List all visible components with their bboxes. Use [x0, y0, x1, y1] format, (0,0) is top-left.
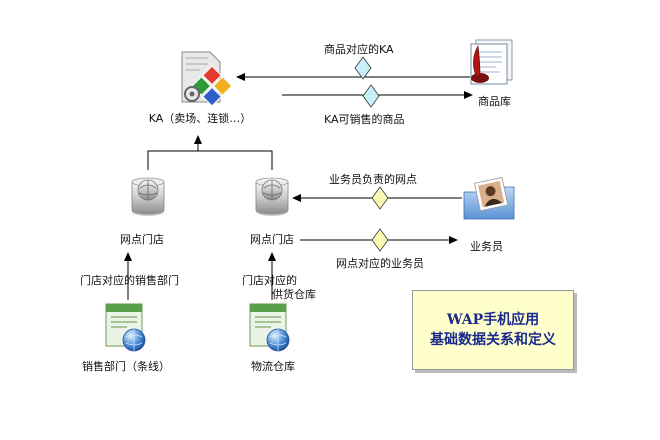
person-photo-folder-icon [463, 177, 515, 220]
relation-label-store-salesperson: 网点对应的业务员 [336, 257, 424, 270]
relation-label-product-ka: 商品对应的KA [324, 43, 394, 56]
globe-document-icon [105, 303, 146, 352]
relation-diamond-product-ka [354, 56, 372, 80]
relation-label-salesperson-stores: 业务员负责的网点 [329, 173, 417, 186]
ka-label: KA（卖场、连锁…） [148, 112, 252, 125]
document-with-quill-icon [470, 39, 513, 85]
note-title-line-2: 基础数据关系和定义 [430, 332, 556, 348]
salesperson-label: 业务员 [470, 240, 503, 253]
product-db-label: 商品库 [478, 95, 511, 108]
relation-diamond-salesperson-store [371, 186, 389, 210]
sales-dept-label: 销售部门（条线） [82, 360, 170, 373]
relation-diamond-ka-product [362, 84, 380, 108]
warehouse-label: 物流仓库 [251, 360, 295, 373]
store-right-label: 网点门店 [250, 233, 294, 246]
relation-label-store-warehouse-2: 供货仓库 [272, 288, 316, 301]
note-title-line-1: WAP手机应用 [446, 312, 540, 328]
relation-label-store-warehouse-1: 门店对应的 [242, 274, 297, 287]
edge-stores-group [147, 150, 273, 170]
colorful-puzzle-app-icon [181, 51, 233, 107]
globe-document-icon [249, 303, 290, 352]
title-note: WAP手机应用 基础数据关系和定义 [412, 290, 574, 370]
store-left-label: 网点门店 [120, 233, 164, 246]
globe-server-icon [131, 177, 165, 216]
relation-label-store-dept: 门店对应的销售部门 [80, 274, 179, 287]
globe-server-icon [255, 177, 289, 216]
relation-label-ka-products: KA可销售的商品 [324, 113, 405, 126]
relation-diamond-store-salesperson [371, 228, 389, 252]
